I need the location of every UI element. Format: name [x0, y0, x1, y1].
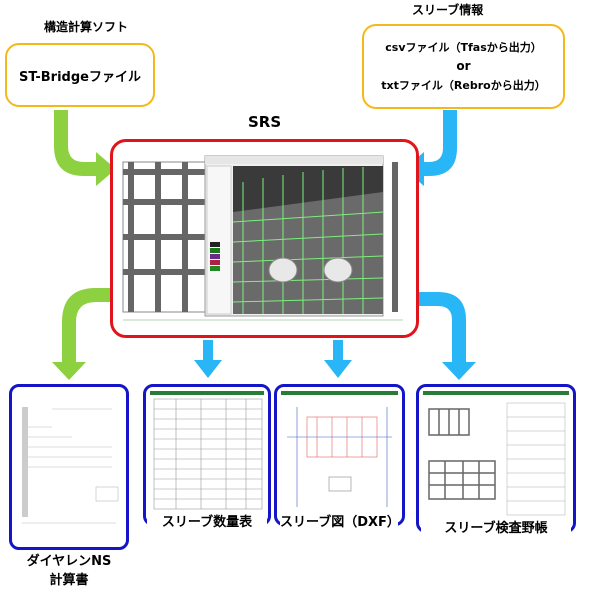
output-box-1 [9, 384, 129, 550]
output-box-4 [416, 384, 576, 533]
right-input-heading: スリーブ情報 [412, 3, 484, 17]
st-bridge-file-box: ST-Bridgeファイル [5, 43, 155, 107]
arrow-output-1 [52, 288, 110, 380]
srs-box [110, 139, 419, 338]
sleeve-info-line-1: csvファイル（Tfasから出力） [385, 41, 542, 54]
srs-title: SRS [248, 113, 282, 131]
output-caption-1-line-1: ダイヤレンNS [26, 554, 112, 569]
output-4-inspection-thumbnail [423, 391, 569, 516]
sleeve-info-box: csvファイル（Tfasから出力） or txtファイル（Rebroから出力） [362, 24, 565, 109]
left-input-heading: 構造計算ソフト [44, 20, 129, 34]
sleeve-info-line-3: txtファイル（Rebroから出力） [381, 79, 546, 92]
output-caption-2: スリーブ数量表 [147, 511, 267, 530]
output-2-table-thumbnail [150, 391, 264, 510]
arrow-left-input [54, 110, 116, 186]
output-caption-1-line-2: 計算書 [49, 573, 89, 588]
output-caption-1: ダイヤレンNS 計算書 [12, 552, 126, 590]
arrow-output-3 [324, 340, 352, 378]
st-bridge-file-label: ST-Bridgeファイル [19, 69, 141, 85]
sleeve-info-line-2: or [456, 59, 471, 73]
arrow-output-4 [418, 292, 476, 380]
output-caption-3: スリーブ図（DXF） [280, 511, 400, 530]
output-box-2 [143, 384, 271, 526]
output-box-3 [274, 384, 405, 526]
output-3-drawing-thumbnail [281, 391, 398, 507]
arrow-output-2 [194, 340, 222, 378]
output-1-document-thumbnail [22, 407, 119, 524]
srs-screenshot [122, 155, 403, 321]
output-caption-4: スリーブ検査野帳 [421, 517, 571, 536]
